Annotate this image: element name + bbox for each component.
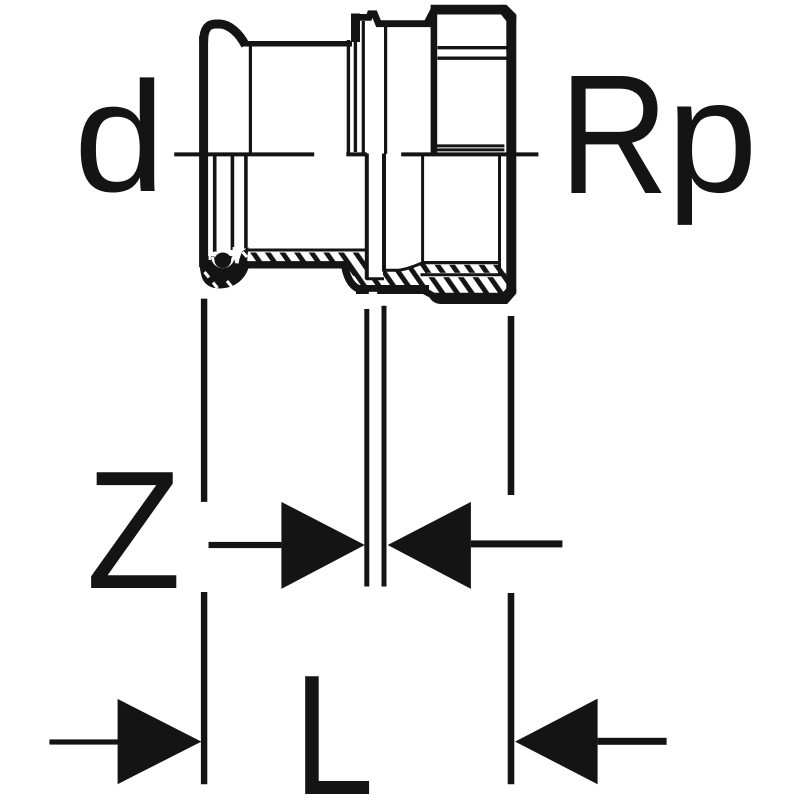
svg-text:R: R — [559, 40, 669, 230]
svg-text:Z: Z — [86, 436, 181, 624]
svg-text:p: p — [667, 47, 758, 226]
svg-text:d: d — [74, 50, 165, 225]
svg-text:L: L — [293, 639, 374, 800]
